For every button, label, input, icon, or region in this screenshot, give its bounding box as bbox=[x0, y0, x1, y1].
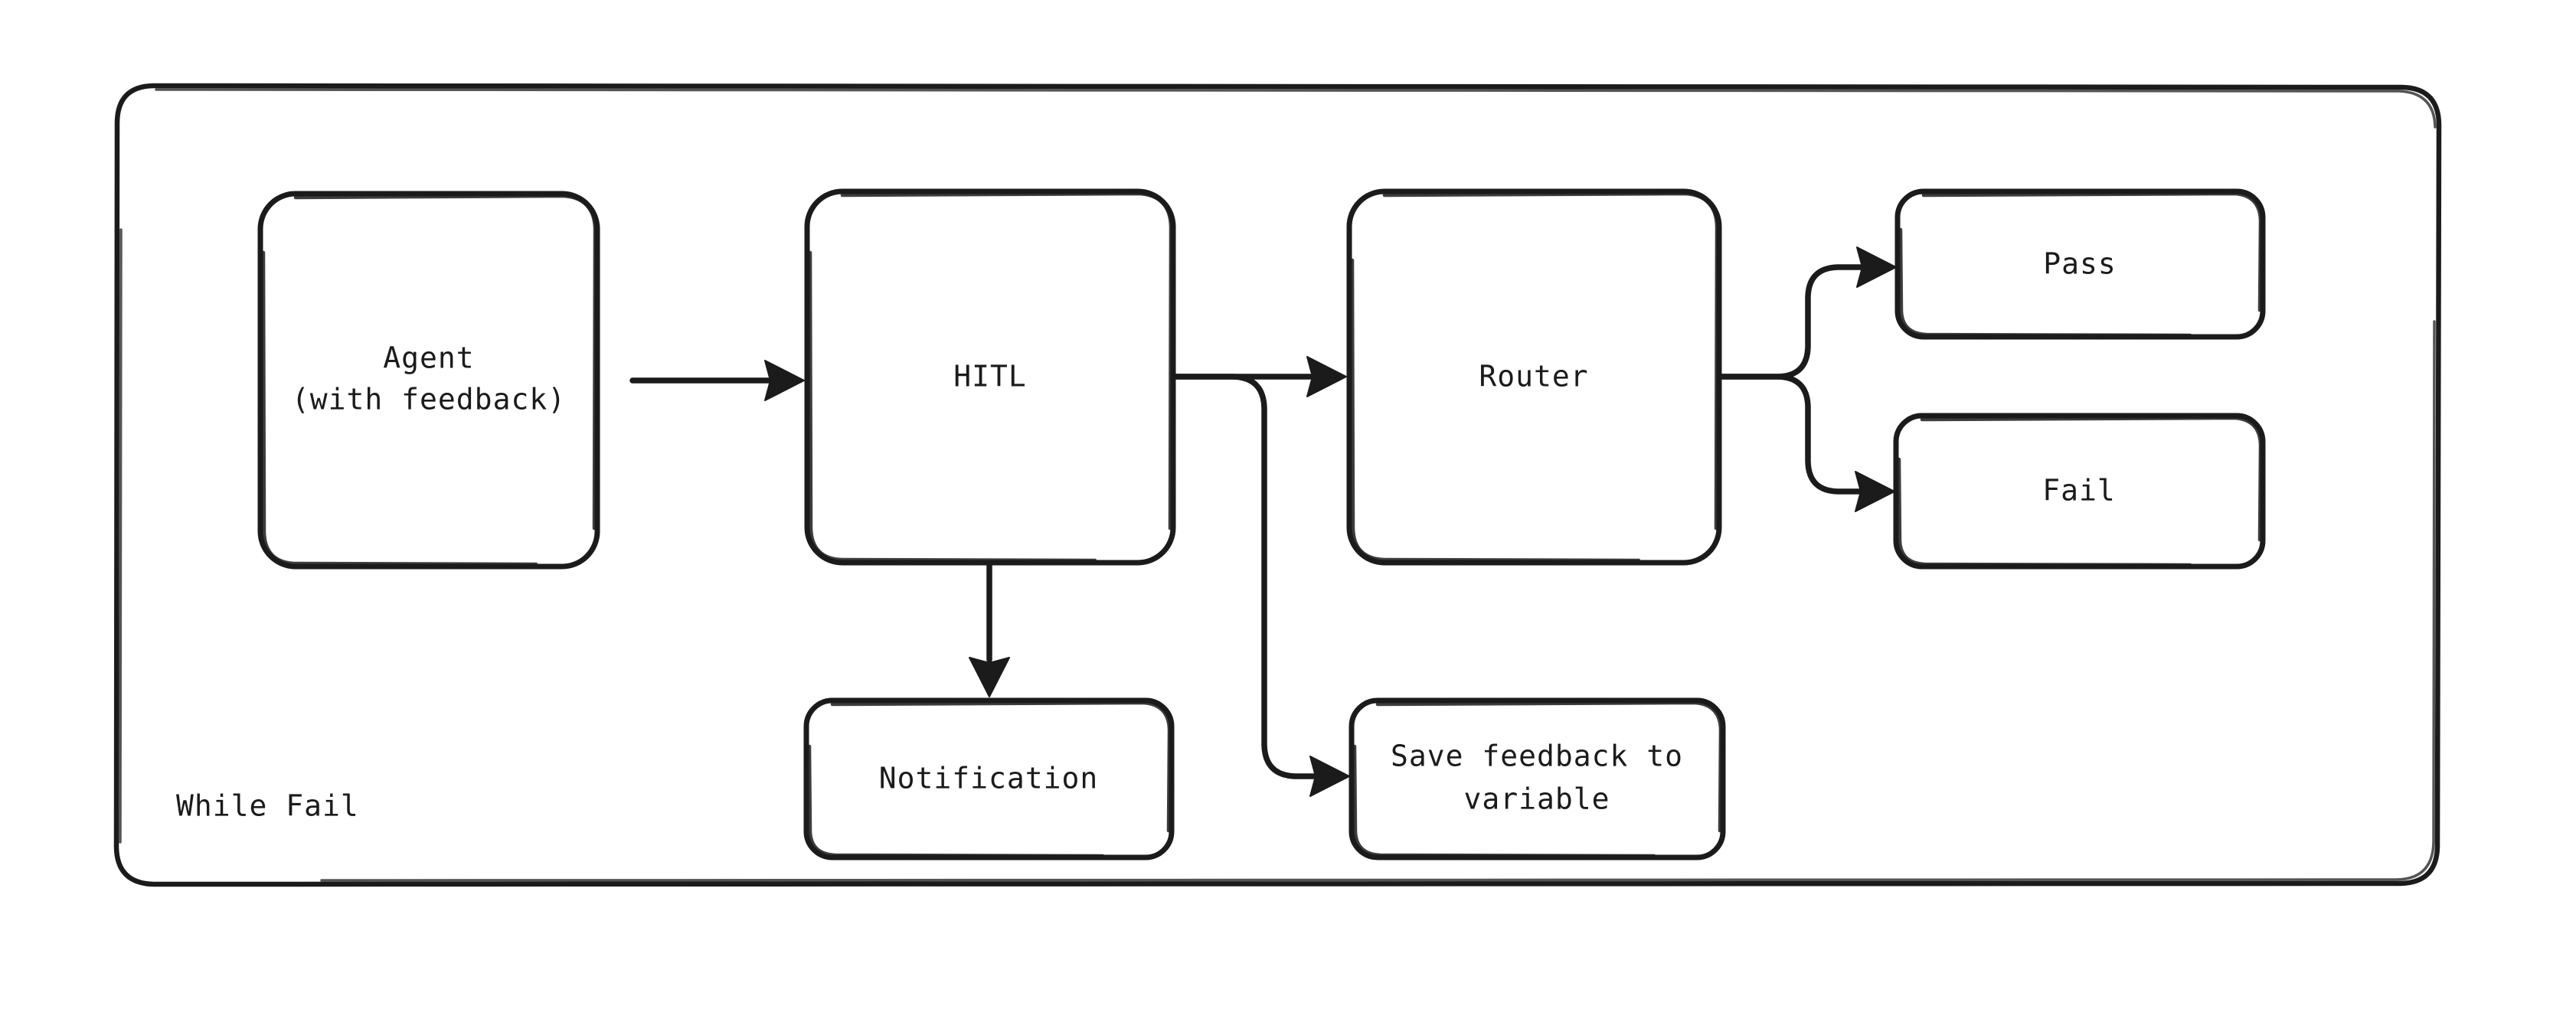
hitl-node[interactable]: HITL bbox=[804, 188, 1176, 566]
agent-node[interactable]: Agent (with feedback) bbox=[257, 191, 600, 570]
agent-node-box-sketch bbox=[293, 194, 597, 531]
pass-node-box-sketch bbox=[1921, 191, 2263, 312]
hitl-node-box-sketch-2 bbox=[808, 250, 1097, 563]
router-node-box-sketch-2 bbox=[1350, 258, 1641, 563]
save-feedback-node-label-line1: Save feedback to bbox=[1391, 740, 1683, 773]
notification-node-box bbox=[803, 697, 1175, 860]
edge-hitl-to-router-arrowhead bbox=[1306, 356, 1347, 397]
edge-router-to-pass-line bbox=[1718, 264, 1864, 380]
save-feedback-node-box-sketch bbox=[1375, 700, 1723, 833]
edge-agent-to-hitl bbox=[629, 360, 805, 401]
notification-node-label: Notification bbox=[879, 762, 1099, 795]
pass-node-box-sketch-2 bbox=[1898, 227, 2192, 338]
pass-node-label: Pass bbox=[2043, 247, 2117, 281]
edge-router-to-pass-arrowhead bbox=[1856, 247, 1897, 288]
router-node[interactable]: Router bbox=[1346, 188, 1722, 566]
save-feedback-node-label-line2: variable bbox=[1463, 782, 1610, 816]
hitl-node-box-sketch bbox=[840, 191, 1173, 531]
edge-router-to-fail-line bbox=[1718, 374, 1862, 495]
fail-node[interactable]: Fail bbox=[1893, 413, 2266, 570]
notification-node-box-sketch bbox=[830, 700, 1172, 833]
frame-outline-sketch bbox=[155, 88, 2437, 129]
while-fail-frame[interactable]: While Fail bbox=[113, 83, 2442, 887]
pass-node[interactable]: Pass bbox=[1894, 188, 2266, 340]
notification-node-box-sketch-2 bbox=[807, 744, 1105, 858]
fail-node-box bbox=[1893, 413, 2266, 570]
router-node-box-sketch bbox=[1382, 191, 1719, 531]
hitl-node-label: HITL bbox=[953, 360, 1027, 393]
agent-node-label-line2: (with feedback) bbox=[292, 383, 566, 416]
edge-router-to-pass bbox=[1718, 247, 1897, 380]
save-feedback-node-box bbox=[1348, 697, 1726, 860]
edge-router-to-fail-arrowhead bbox=[1855, 471, 1895, 512]
fail-node-label: Fail bbox=[2042, 474, 2116, 508]
save-feedback-node-box-sketch-2 bbox=[1352, 744, 1656, 858]
fail-node-box-sketch-2 bbox=[1897, 457, 2192, 567]
frame-outline-sketch-2 bbox=[320, 320, 2436, 882]
agent-node-box-sketch-2 bbox=[261, 250, 538, 567]
edge-hitl-to-notification bbox=[969, 562, 1010, 697]
frame-outline bbox=[113, 83, 2442, 887]
edge-hitl-to-save-feedback-line bbox=[1172, 374, 1317, 779]
edge-router-to-fail bbox=[1718, 374, 1895, 512]
agent-node-box bbox=[257, 191, 600, 570]
save-feedback-node[interactable]: Save feedback to variable bbox=[1348, 697, 1726, 860]
edge-agent-to-hitl-arrowhead bbox=[764, 360, 805, 401]
notification-node[interactable]: Notification bbox=[803, 697, 1175, 860]
frame-outline-sketch-3 bbox=[119, 228, 123, 844]
edge-hitl-to-save-feedback bbox=[1172, 374, 1350, 797]
edge-hitl-to-save-feedback-arrowhead bbox=[1309, 756, 1350, 797]
fail-node-box-sketch bbox=[1920, 416, 2263, 542]
pass-node-box bbox=[1894, 188, 2266, 340]
agent-node-label-line1: Agent bbox=[383, 341, 474, 375]
frame-label: While Fail bbox=[176, 789, 359, 823]
router-node-label: Router bbox=[1479, 360, 1588, 393]
edge-hitl-to-notification-arrowhead bbox=[969, 657, 1010, 697]
